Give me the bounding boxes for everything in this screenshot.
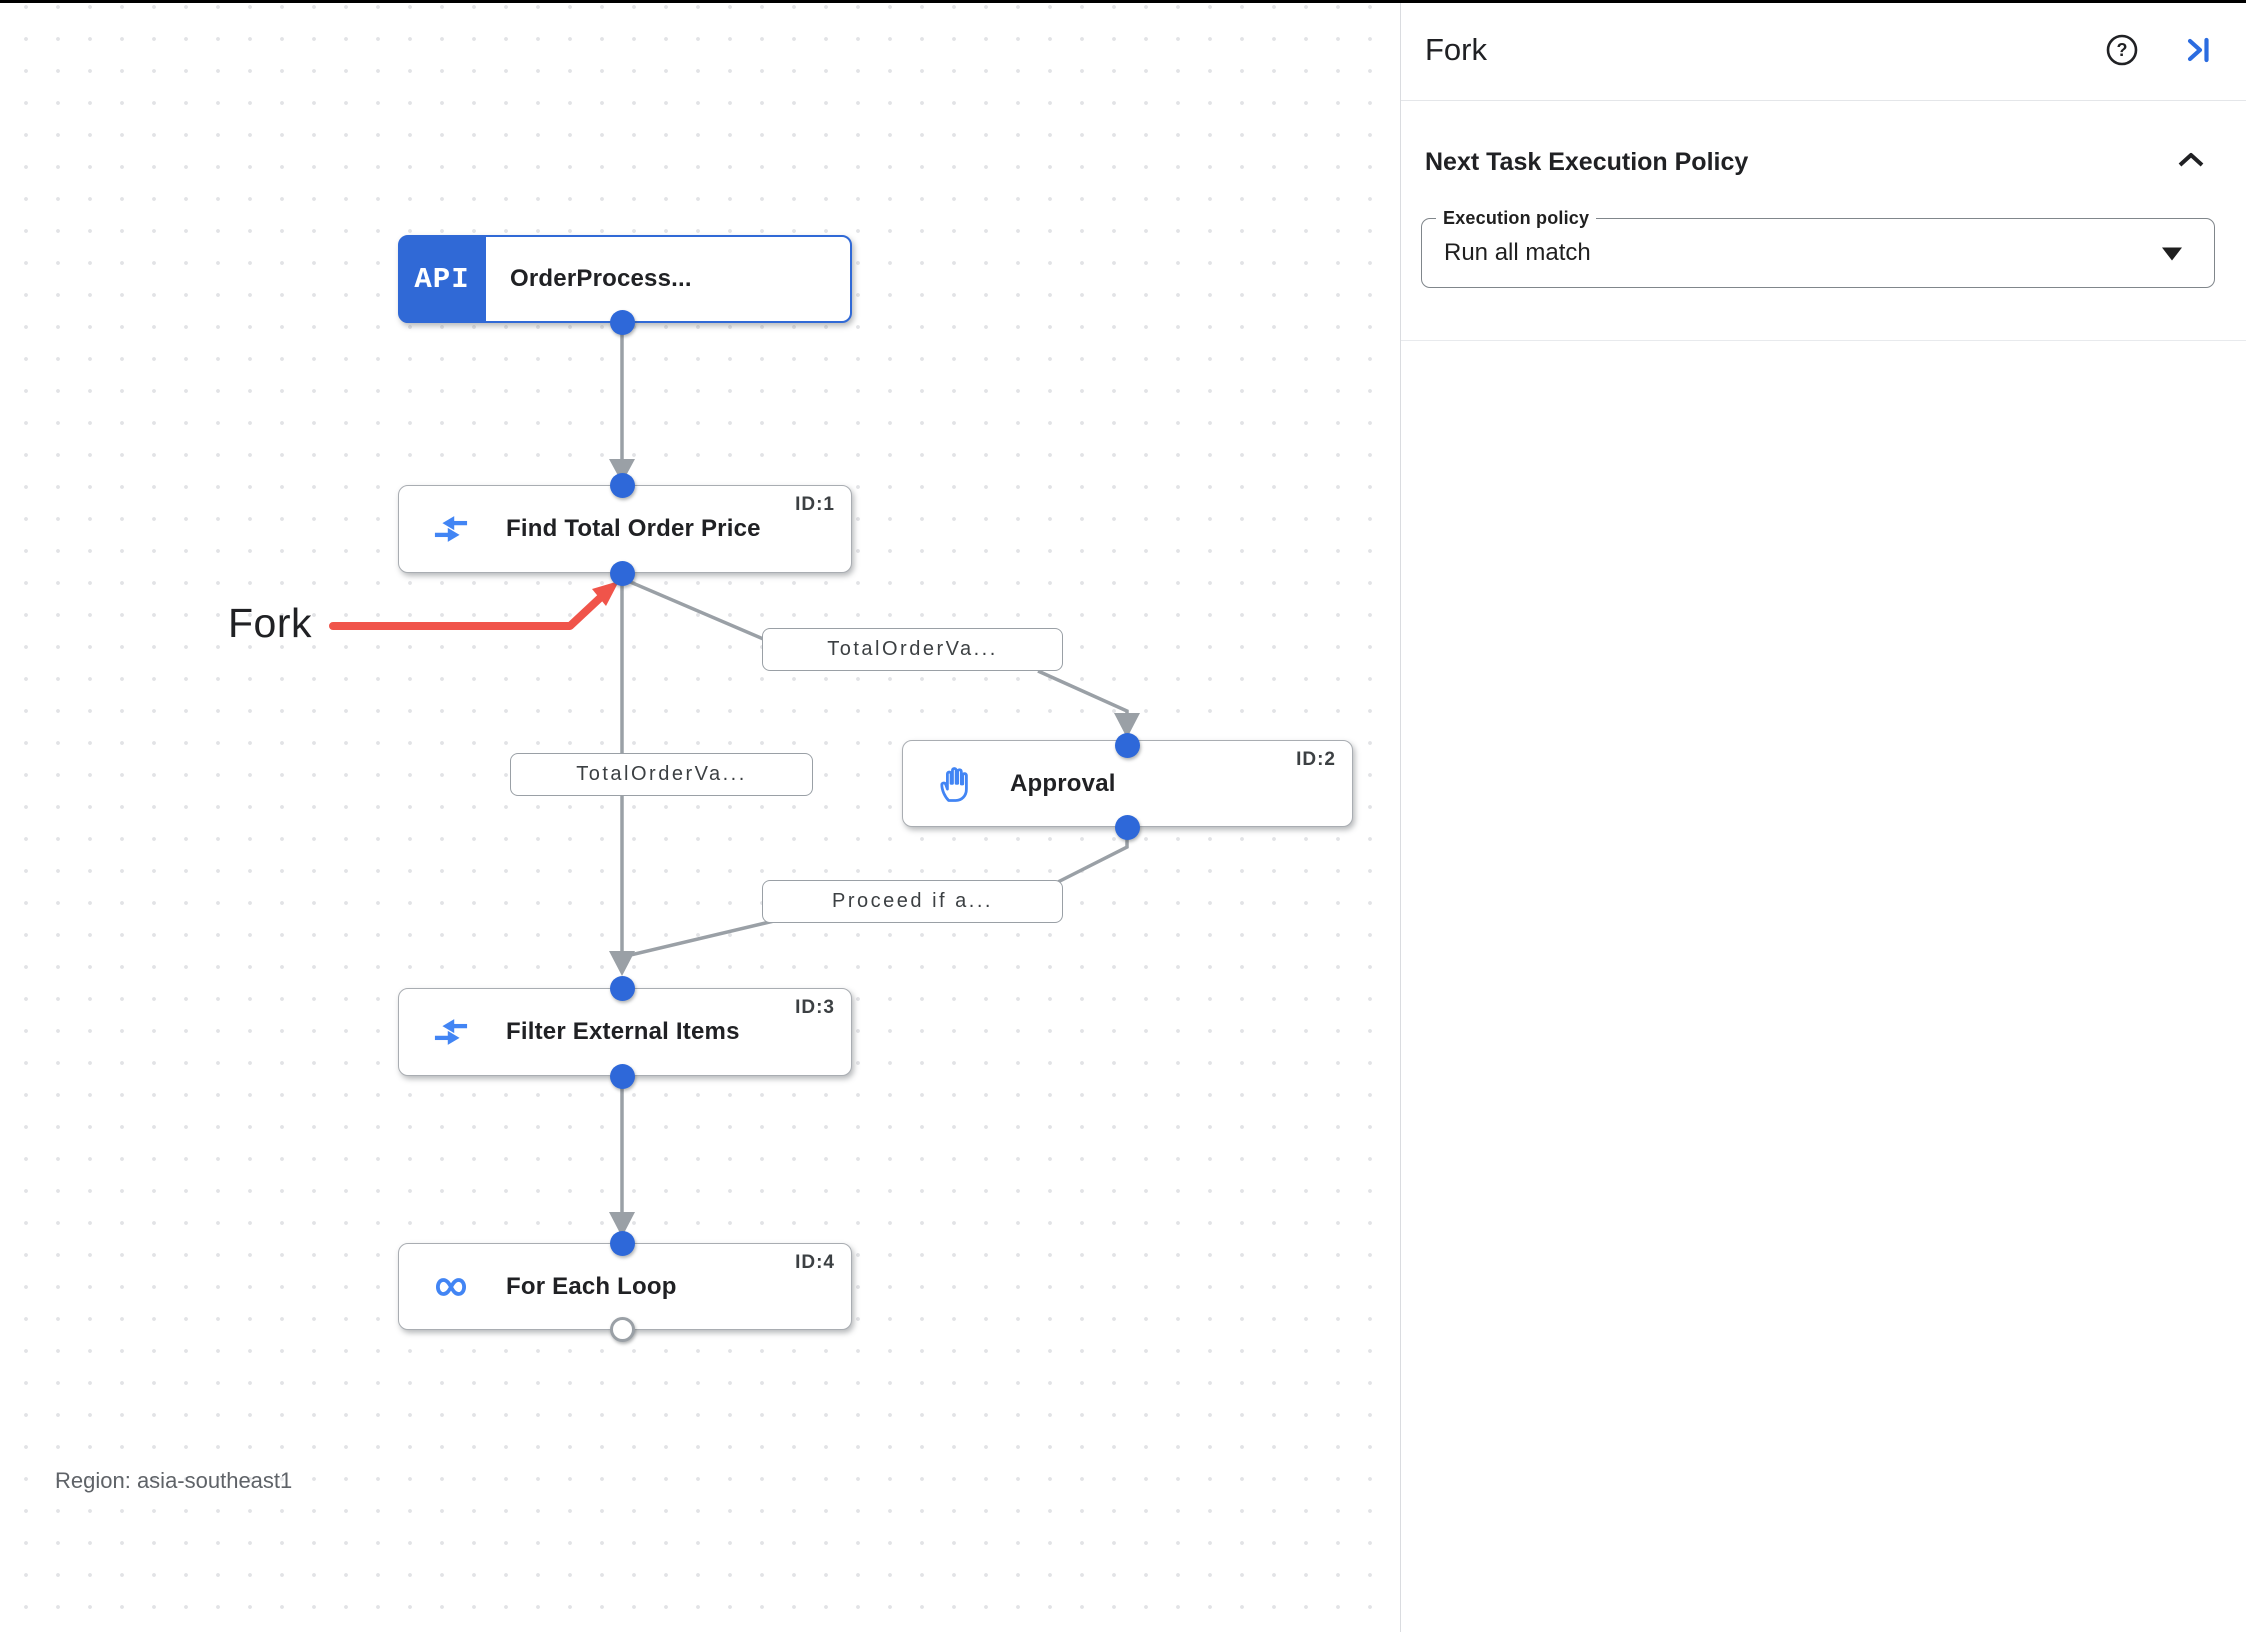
workflow-canvas[interactable]: API OrderProcess... Find Total Order Pri… [0,0,1400,1632]
node-id-badge: ID:3 [795,997,835,1018]
node-id-badge: ID:1 [795,494,835,515]
connector-dot[interactable] [610,1064,635,1089]
node-title: Approval [1010,769,1116,797]
connector-dot[interactable] [1115,815,1140,840]
region-label: Region: asia-southeast1 [55,1468,293,1493]
connector-dot-fork[interactable] [610,561,635,586]
node-title: Filter External Items [506,1018,740,1045]
node-title: For Each Loop [506,1272,677,1300]
panel-title: Fork [1425,32,1487,67]
approval-hand-icon [933,764,977,804]
connector-dot[interactable] [610,310,635,335]
node-title: OrderProcess... [510,265,692,292]
edge-task2-out-a [1051,832,1129,887]
node-for-each-loop[interactable]: For Each Loop ID:4 [398,1243,852,1330]
connector-dot[interactable] [610,1231,635,1256]
execution-policy-label: Execution policy [1436,208,1597,229]
node-find-total-order-price[interactable]: Find Total Order Price ID:1 [398,485,852,573]
next-task-policy-section-header[interactable]: Next Task Execution Policy [1401,148,2246,177]
connector-dot[interactable] [1115,733,1140,758]
edge-label-text: TotalOrderVa... [827,638,998,660]
api-badge-text: API [414,262,470,296]
edge-label-total-order-right[interactable]: TotalOrderVa... [762,628,1063,671]
svg-text:?: ? [2117,40,2128,60]
edge-task1-to-task2-a [627,579,776,646]
execution-policy-select[interactable]: Execution policy Run all match [1421,208,2215,288]
dropdown-arrow-icon [2162,247,2182,261]
data-mapping-icon [429,509,473,549]
edge-label-text: Proceed if a... [832,890,993,912]
for-each-loop-icon [429,1267,473,1307]
edge-task1-to-task2-b [1037,669,1129,715]
connector-dot[interactable] [610,473,635,498]
section-divider [1401,340,2246,341]
fork-annotation-text: Fork [228,600,312,646]
arrowhead [609,951,635,976]
node-title: Find Total Order Price [506,515,761,542]
edge-label-total-order-left[interactable]: TotalOrderVa... [510,753,813,796]
collapse-panel-icon[interactable] [2180,32,2216,68]
data-mapping-icon [429,1012,473,1052]
node-id-badge: ID:2 [1296,749,1336,770]
edge-task2-out-b [621,918,779,959]
edge-label-proceed-if[interactable]: Proceed if a... [762,880,1063,923]
help-icon[interactable]: ? [2104,32,2140,68]
connector-dot-open[interactable] [610,1317,635,1342]
node-filter-external-items[interactable]: Filter External Items ID:3 [398,988,852,1076]
fork-annotation-arrow [329,581,619,630]
node-id-badge: ID:4 [795,1252,835,1273]
node-api-trigger[interactable]: API OrderProcess... [398,235,852,323]
config-side-panel: Fork ? Next Task Execution Policy [1400,0,2246,1632]
chevron-up-icon[interactable] [2176,150,2206,175]
top-border [0,0,2246,3]
api-trigger-icon: API [398,235,486,323]
section-title: Next Task Execution Policy [1425,148,1749,176]
execution-policy-value: Run all match [1444,239,1591,266]
connector-dot[interactable] [610,976,635,1001]
edge-label-text: TotalOrderVa... [576,763,747,785]
panel-header: Fork ? [1401,0,2246,101]
